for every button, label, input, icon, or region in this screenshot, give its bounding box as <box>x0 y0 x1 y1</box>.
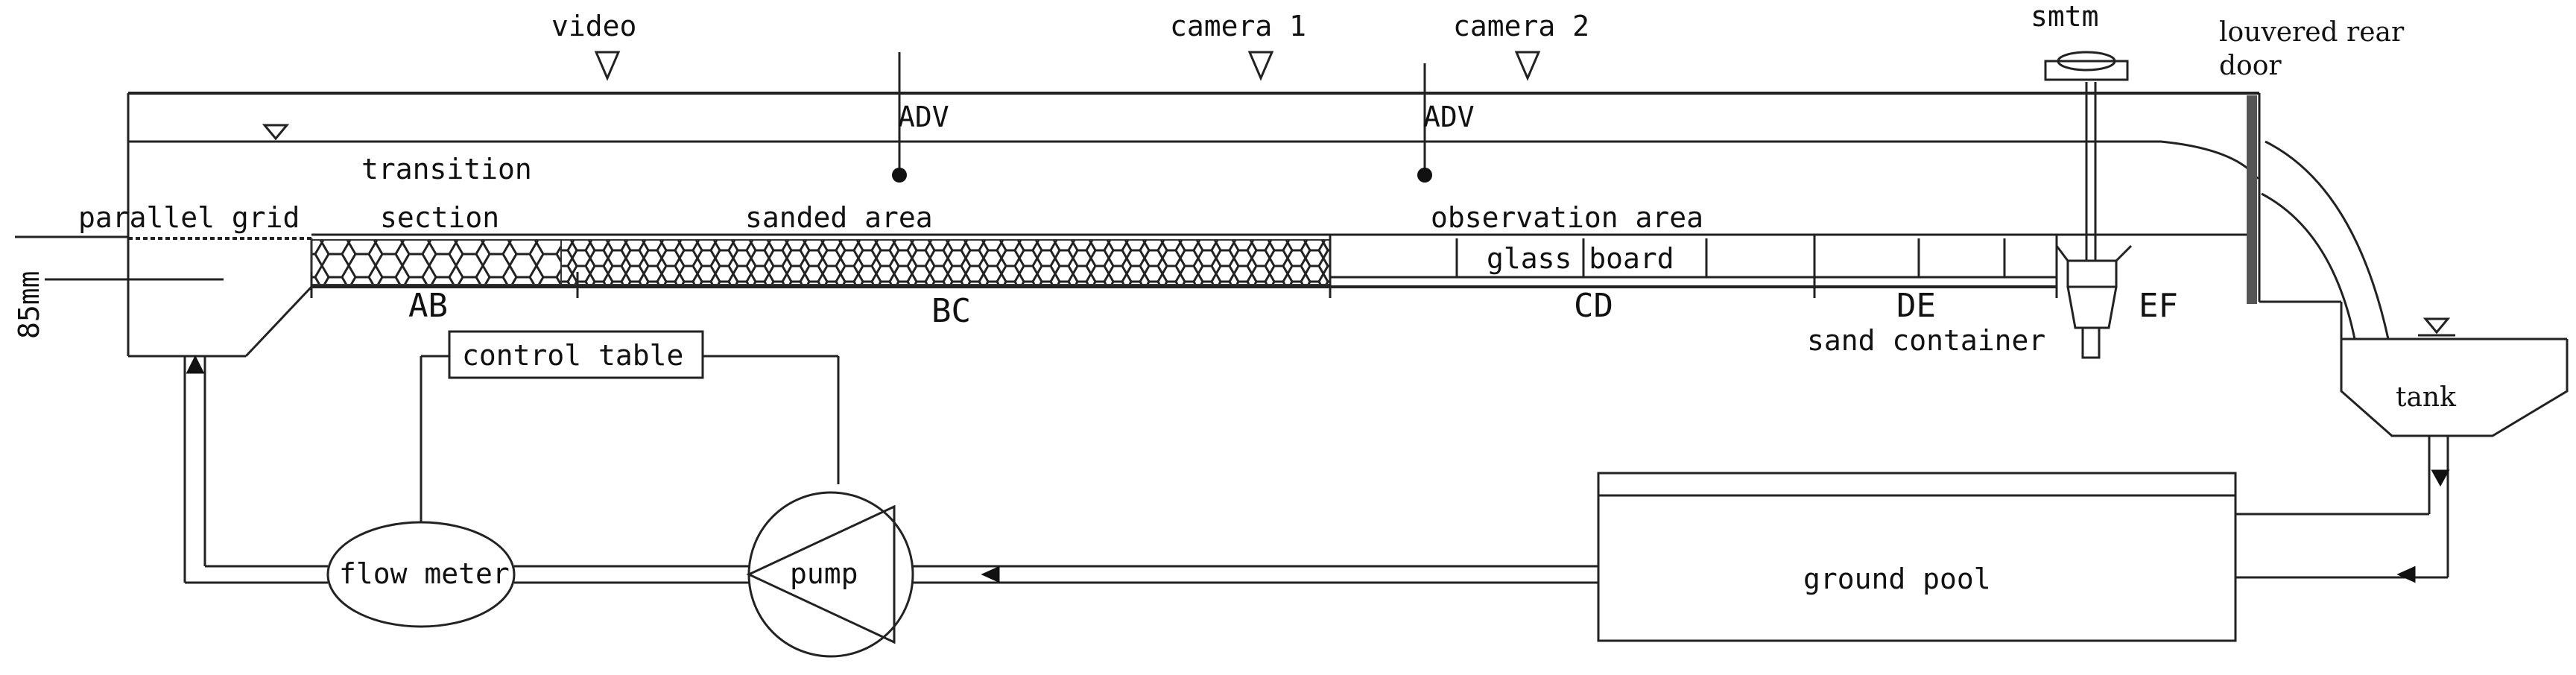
control-table-box <box>448 330 704 379</box>
adv-probe-1 <box>892 52 907 183</box>
label-smtm: smtm <box>2031 0 2099 33</box>
label-flow-meter: flow meter <box>339 557 510 590</box>
outflow-jet-inner <box>2261 192 2356 340</box>
label-bc: BC <box>931 292 971 330</box>
label-camera-1: camera 1 <box>1170 10 1306 42</box>
label-transition-line1: transition <box>361 153 532 186</box>
label-glass-board: glass board <box>1487 242 1674 275</box>
label-sanded-area: sanded area <box>745 201 933 234</box>
label-louvered-door-line2: door <box>2219 51 2282 81</box>
label-pump: pump <box>790 557 858 590</box>
label-video: video <box>551 10 636 42</box>
label-parallel-grid: parallel grid <box>78 201 300 234</box>
label-height-85mm: 85mm <box>13 270 45 339</box>
ground-pool-box <box>1597 472 2237 642</box>
water-level-symbol-left <box>257 124 294 143</box>
flow-arrows <box>186 355 2450 583</box>
video-marker <box>594 51 621 81</box>
label-ef: EF <box>2139 287 2178 325</box>
label-ground-pool: ground pool <box>1803 562 1991 595</box>
label-adv-2: ADV <box>1423 101 1475 133</box>
label-camera-2: camera 2 <box>1453 10 1589 42</box>
outflow-jet <box>2265 140 2390 340</box>
camera-2-marker <box>1514 51 1541 81</box>
tank <box>2259 300 2569 437</box>
label-transition-line2: section <box>380 201 499 234</box>
adv-probe-2 <box>1417 63 1432 183</box>
water-level-symbol-tank <box>2418 317 2455 337</box>
label-ab: AB <box>408 287 448 325</box>
label-tank: tank <box>2396 382 2457 413</box>
camera-1-marker <box>1247 51 1274 81</box>
label-de: DE <box>1896 287 1936 325</box>
observation-boxes <box>1330 238 2057 279</box>
return-piping <box>183 355 2449 584</box>
label-cd: CD <box>1574 287 1613 325</box>
smtm-device <box>2044 51 2129 261</box>
flume-channel <box>15 92 2261 358</box>
pump-shape <box>746 491 914 658</box>
hexagon-bed-bc <box>560 239 1331 285</box>
label-observation-area: observation area <box>1431 201 1703 234</box>
label-sand-container: sand container <box>1807 324 2045 357</box>
label-adv-1: ADV <box>898 101 949 133</box>
label-louvered-door-line1: louvered rear <box>2219 17 2405 48</box>
sand-container <box>2055 244 2133 359</box>
flow-meter-shape <box>326 521 516 628</box>
hexagon-bed-ab <box>311 239 562 285</box>
label-control-table: control table <box>462 339 683 372</box>
